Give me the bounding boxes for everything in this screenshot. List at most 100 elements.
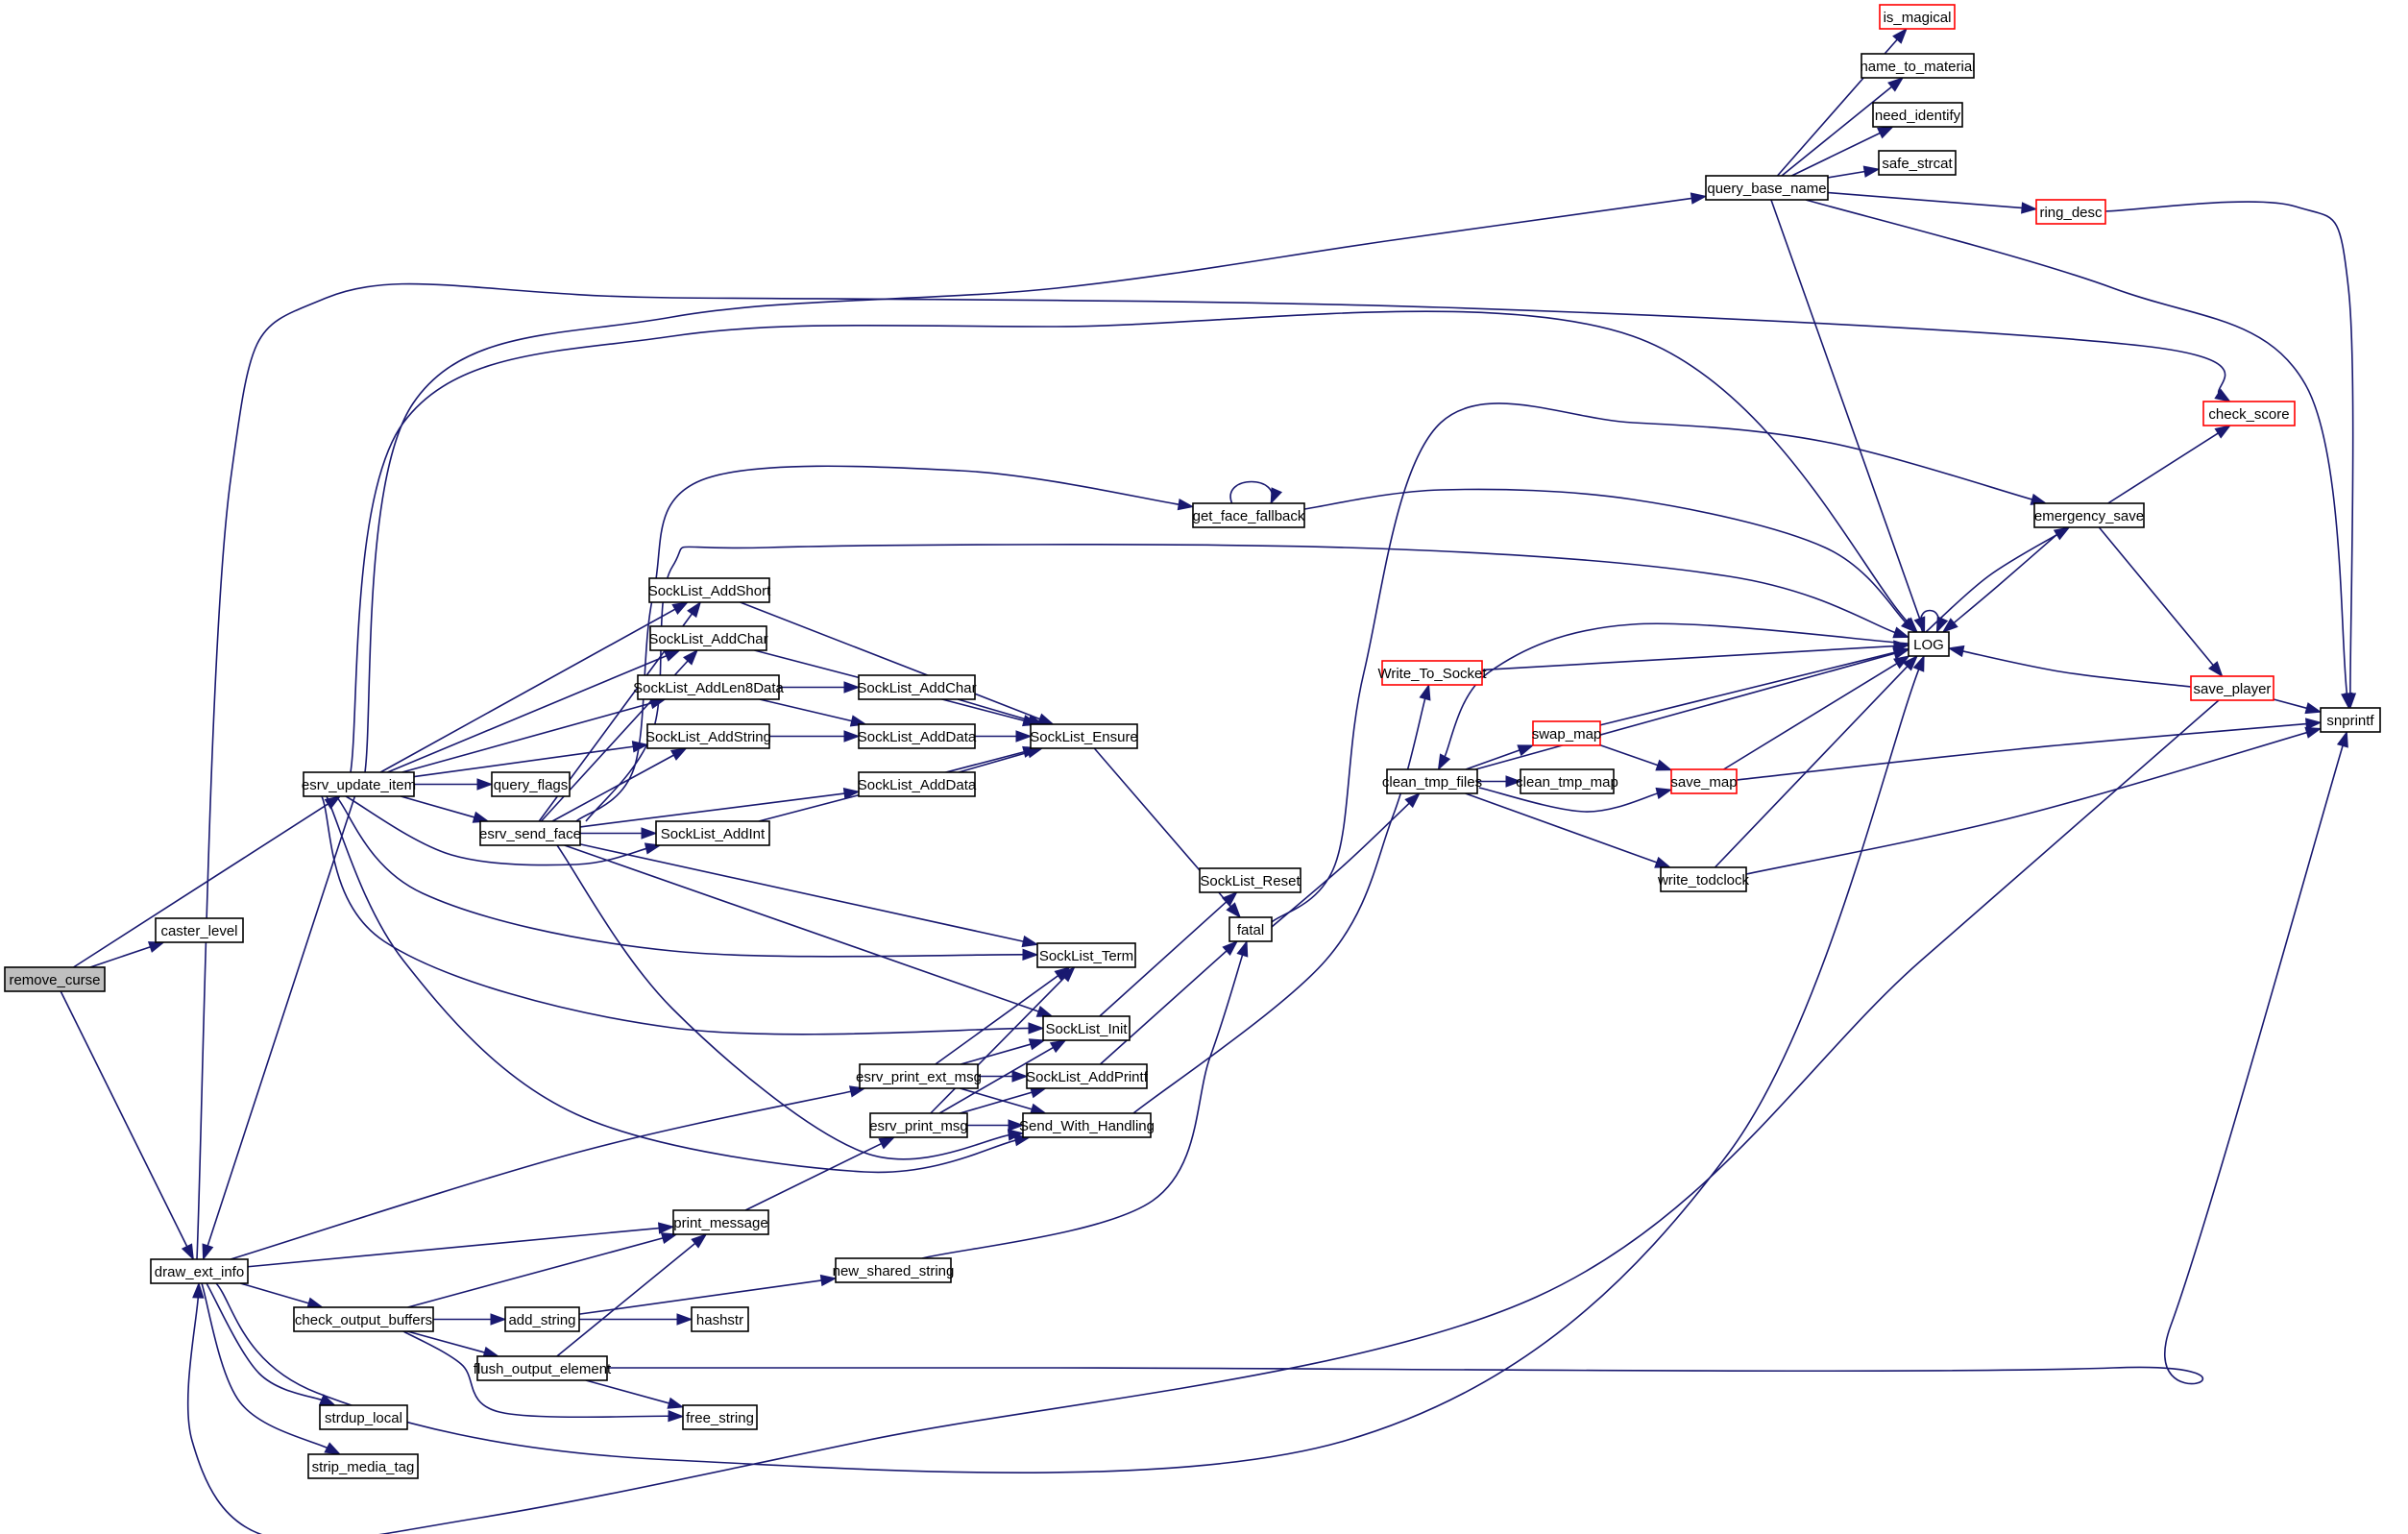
node-swap-map[interactable]: swap_map bbox=[1532, 720, 1602, 746]
node-safe-strcat[interactable]: safe_strcat bbox=[1878, 150, 1957, 176]
node-flush-output-element[interactable]: flush_output_element bbox=[474, 1355, 612, 1381]
node-socklist-addshort[interactable]: SockList_AddShort bbox=[648, 577, 771, 603]
node-write-to-socket[interactable]: Write_To_Socket bbox=[1377, 660, 1487, 686]
node-draw-ext-info[interactable]: draw_ext_info bbox=[150, 1258, 249, 1284]
node-box[interactable] bbox=[1660, 866, 1747, 892]
node-box[interactable] bbox=[1381, 660, 1483, 686]
node-snprintf[interactable]: snprintf bbox=[2320, 707, 2381, 733]
node-box[interactable] bbox=[2320, 707, 2381, 733]
node-box[interactable] bbox=[476, 1355, 608, 1381]
node-box[interactable] bbox=[303, 771, 415, 797]
node-box[interactable] bbox=[2190, 675, 2274, 701]
node-clean-tmp-files[interactable]: clean_tmp_files bbox=[1382, 768, 1482, 794]
node-socklist-init[interactable]: SockList_Init bbox=[1042, 1015, 1131, 1041]
node-save-map[interactable]: save_map bbox=[1670, 768, 1738, 794]
node-box[interactable] bbox=[1861, 53, 1975, 79]
node-esrv-update-item[interactable]: esrv_update_item bbox=[302, 771, 416, 797]
node-socklist-addchar-a[interactable]: SockList_AddChar bbox=[648, 625, 768, 651]
node-box[interactable] bbox=[150, 1258, 249, 1284]
node-socklist-adddata-a[interactable]: SockList_AddData bbox=[858, 723, 977, 749]
node-write-todclock[interactable]: write_todclock bbox=[1657, 866, 1750, 892]
node-box[interactable] bbox=[672, 1209, 769, 1235]
node-fatal[interactable]: fatal bbox=[1228, 916, 1273, 942]
node-box[interactable] bbox=[1670, 768, 1738, 794]
node-box[interactable] bbox=[648, 577, 770, 603]
node-need-identify[interactable]: need_identify bbox=[1872, 102, 1963, 128]
node-box[interactable] bbox=[869, 1112, 968, 1138]
node-ring-desc[interactable]: ring_desc bbox=[2035, 199, 2106, 225]
node-box[interactable] bbox=[491, 771, 571, 797]
node-save-player[interactable]: save_player bbox=[2190, 675, 2274, 701]
node-box[interactable] bbox=[858, 771, 976, 797]
node-box[interactable] bbox=[637, 674, 780, 700]
node-box[interactable] bbox=[155, 917, 244, 943]
node-box[interactable] bbox=[293, 1306, 434, 1332]
node-add-string[interactable]: add_string bbox=[504, 1306, 580, 1332]
node-box[interactable] bbox=[1022, 1112, 1152, 1138]
node-socklist-ensure[interactable]: SockList_Ensure bbox=[1030, 723, 1138, 749]
node-box[interactable] bbox=[649, 625, 767, 651]
node-query-base-name[interactable]: query_base_name bbox=[1705, 175, 1829, 201]
node-box[interactable] bbox=[504, 1306, 580, 1332]
node-remove-curse[interactable]: remove_curse bbox=[4, 966, 106, 992]
node-esrv-send-face[interactable]: esrv_send_face bbox=[479, 820, 581, 846]
node-hashstr[interactable]: hashstr bbox=[691, 1306, 749, 1332]
node-box[interactable] bbox=[1705, 175, 1829, 201]
node-free-string[interactable]: free_string bbox=[682, 1404, 758, 1430]
node-box[interactable] bbox=[1520, 768, 1615, 794]
node-box[interactable] bbox=[1036, 942, 1136, 968]
node-box[interactable] bbox=[1386, 768, 1478, 794]
node-socklist-reset[interactable]: SockList_Reset bbox=[1199, 867, 1301, 893]
node-box[interactable] bbox=[1042, 1015, 1131, 1041]
node-check-output-buffers[interactable]: check_output_buffers bbox=[293, 1306, 434, 1332]
node-send-with-handling[interactable]: Send_With_Handling bbox=[1019, 1112, 1155, 1138]
node-box[interactable] bbox=[858, 674, 976, 700]
node-print-message[interactable]: print_message bbox=[672, 1209, 769, 1235]
node-esrv-print-ext-msg[interactable]: esrv_print_ext_msg bbox=[856, 1063, 982, 1089]
node-box[interactable] bbox=[307, 1453, 419, 1479]
node-box[interactable] bbox=[646, 723, 770, 749]
node-box[interactable] bbox=[1908, 631, 1950, 657]
node-box[interactable] bbox=[2033, 502, 2145, 528]
node-emergency-save[interactable]: emergency_save bbox=[2033, 502, 2145, 528]
node-box[interactable] bbox=[835, 1257, 952, 1283]
node-strdup-local[interactable]: strdup_local bbox=[319, 1404, 408, 1430]
node-log[interactable]: LOG bbox=[1908, 631, 1950, 657]
node-box[interactable] bbox=[1228, 916, 1273, 942]
node-clean-tmp-map[interactable]: clean_tmp_map bbox=[1516, 768, 1618, 794]
node-caster-level[interactable]: caster_level bbox=[155, 917, 244, 943]
node-is-magical[interactable]: is_magical bbox=[1879, 4, 1956, 30]
node-socklist-addchar-b[interactable]: SockList_AddChar bbox=[857, 674, 977, 700]
node-new-shared-string[interactable]: new_shared_string bbox=[833, 1257, 955, 1283]
node-socklist-addint[interactable]: SockList_AddInt bbox=[655, 820, 770, 846]
node-box[interactable] bbox=[1879, 4, 1956, 30]
node-check-score[interactable]: check_score bbox=[2202, 401, 2296, 426]
node-socklist-addlen8data[interactable]: SockList_AddLen8Data bbox=[633, 674, 785, 700]
node-socklist-term[interactable]: SockList_Term bbox=[1036, 942, 1136, 968]
node-box[interactable] bbox=[858, 723, 976, 749]
node-name-to-material[interactable]: name_to_material bbox=[1860, 53, 1976, 79]
node-box[interactable] bbox=[682, 1404, 758, 1430]
node-box[interactable] bbox=[859, 1063, 979, 1089]
node-socklist-adddata-b[interactable]: SockList_AddData bbox=[858, 771, 977, 797]
node-box[interactable] bbox=[691, 1306, 749, 1332]
node-strip-media-tag[interactable]: strip_media_tag bbox=[307, 1453, 419, 1479]
node-box[interactable] bbox=[1199, 867, 1301, 893]
node-query-flags[interactable]: query_flags bbox=[491, 771, 571, 797]
node-box[interactable] bbox=[2202, 401, 2296, 426]
node-box[interactable] bbox=[319, 1404, 408, 1430]
node-box[interactable] bbox=[2035, 199, 2106, 225]
node-box[interactable] bbox=[1872, 102, 1963, 128]
node-box[interactable] bbox=[655, 820, 770, 846]
node-get-face-fallback[interactable]: get_face_fallback bbox=[1192, 502, 1305, 528]
node-socklist-addprintf[interactable]: SockList_AddPrintf bbox=[1026, 1063, 1149, 1089]
node-box[interactable] bbox=[1192, 502, 1305, 528]
node-box[interactable] bbox=[4, 966, 106, 992]
node-box[interactable] bbox=[1026, 1063, 1148, 1089]
node-box[interactable] bbox=[1532, 720, 1601, 746]
node-socklist-addstring[interactable]: SockList_AddString bbox=[645, 723, 771, 749]
node-box[interactable] bbox=[1878, 150, 1957, 176]
node-esrv-print-msg[interactable]: esrv_print_msg bbox=[869, 1112, 968, 1138]
node-box[interactable] bbox=[1030, 723, 1138, 749]
node-box[interactable] bbox=[479, 820, 581, 846]
